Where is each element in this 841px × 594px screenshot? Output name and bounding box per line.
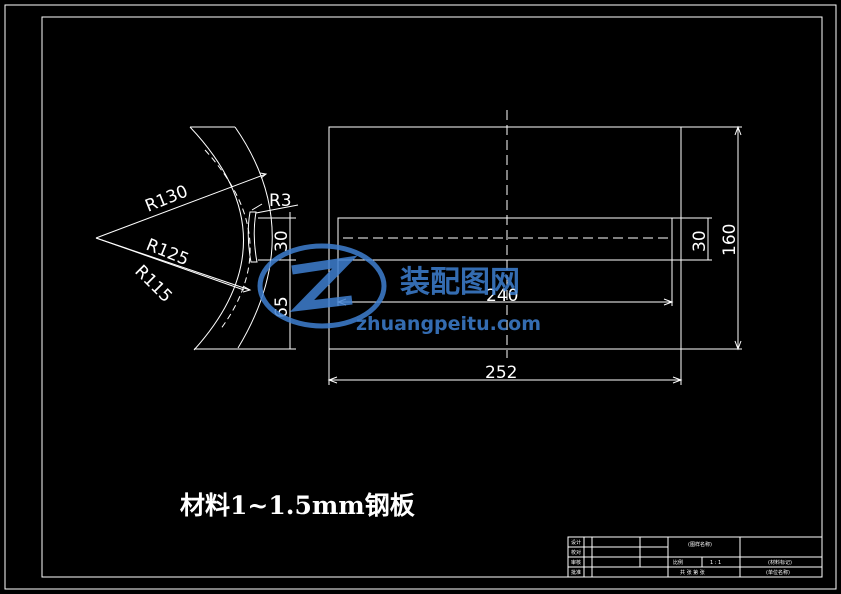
tb-unit-box: (单位名称) <box>766 569 790 576</box>
tb-name-box: (图样名称) <box>688 541 712 548</box>
left-view: R130 R125 R115 R3 30 65 <box>95 126 299 351</box>
watermark-brand: 装配图网 <box>400 265 520 300</box>
arrow-130 <box>259 172 268 179</box>
mid-arc <box>204 149 251 331</box>
dim-160-arrow-t <box>734 125 742 136</box>
slot-leader <box>255 204 299 214</box>
tb-row-label-1: 设计 <box>571 539 581 546</box>
material-note: 材料1~1.5mm钢板 <box>180 491 415 520</box>
inner-arc <box>189 126 244 351</box>
label-240: 240 <box>486 286 518 306</box>
watermark-logo-mark <box>289 255 358 312</box>
tb-material-box: (材料标记) <box>768 559 792 566</box>
label-r115: R115 <box>130 261 175 306</box>
inner-frame <box>41 16 823 578</box>
tb-scale-value: 1 : 1 <box>710 560 721 566</box>
tb-row-label-4: 批准 <box>571 569 581 576</box>
watermark: 装配图网 zhuangpeitu.com <box>257 243 541 335</box>
tb-row-label-2: 校对 <box>571 549 581 556</box>
arrow-125 <box>242 285 252 293</box>
outer-arc <box>234 126 273 349</box>
label-160: 160 <box>720 224 740 256</box>
tb-scale-label: 比例 <box>673 559 683 566</box>
slot-outline <box>337 217 673 261</box>
label-right-30: 30 <box>690 230 710 252</box>
watermark-logo-ring <box>257 243 387 329</box>
radius-line-130 <box>95 173 267 239</box>
title-block: 设计 校对 审核 批准 (图样名称) 比例 1 : 1 (材料标记) 共 张 第… <box>567 536 823 578</box>
outer-border <box>4 4 837 590</box>
tb-row-label-3: 审核 <box>571 559 581 566</box>
radius-line-115 <box>95 237 245 291</box>
right-view: 252 240 30 160 <box>327 110 742 385</box>
dim-252-arrow-l <box>327 376 338 384</box>
plate-outline <box>328 126 682 350</box>
slot-leader-2 <box>251 203 263 211</box>
dim-252-arrow-r <box>672 376 683 384</box>
label-252: 252 <box>485 363 517 383</box>
dim-240-arrow-r <box>663 298 674 306</box>
label-r3: R3 <box>269 191 292 211</box>
slot-shape <box>247 211 258 263</box>
label-r125: R125 <box>143 235 192 270</box>
tb-sheet-info: 共 张 第 张 <box>680 569 705 576</box>
watermark-url: zhuangpeitu.com <box>356 313 541 335</box>
dim-160-arrow-b <box>734 340 742 351</box>
label-slot-30: 30 <box>272 230 292 252</box>
